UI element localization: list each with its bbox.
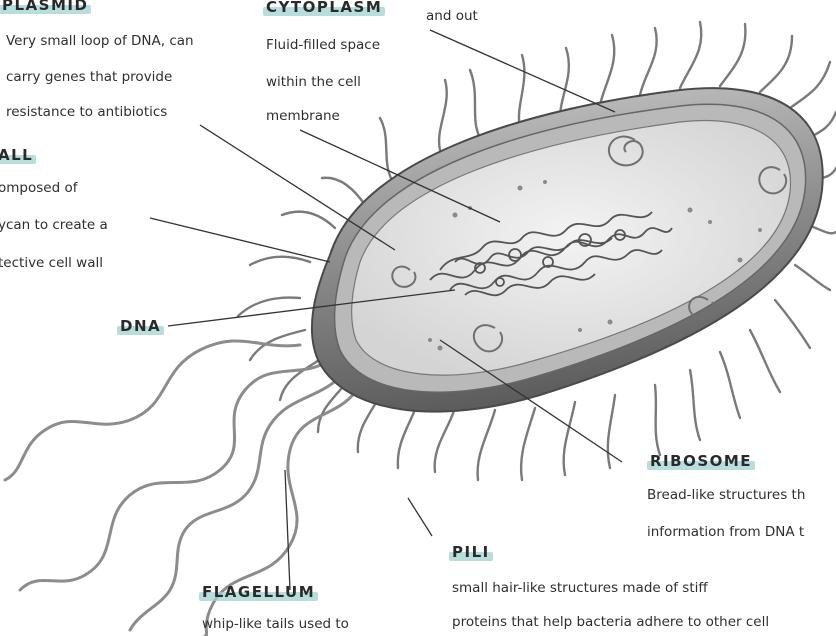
- plasmid-description-line-1: Very small loop of DNA, can: [6, 33, 194, 49]
- pilus: [640, 28, 657, 95]
- leader-flagellum: [285, 470, 290, 590]
- pilus: [655, 385, 660, 455]
- flagellum-heading: FLAGELLUM: [202, 583, 315, 601]
- flagellum: [5, 341, 300, 480]
- pilus: [250, 257, 310, 265]
- cell-wall-heading: ALL: [0, 146, 33, 164]
- cytoplasm-description-line-1: Fluid-filled space: [266, 37, 380, 53]
- pilus: [600, 35, 614, 105]
- cell-wall-description-line-2: ycan to create a: [0, 217, 108, 233]
- plasmid-description-line-3: resistance to antibiotics: [6, 104, 167, 120]
- cytoplasm-area: [352, 120, 791, 375]
- cytoplasm-description-line-3: membrane: [266, 108, 340, 124]
- cell-wall-description-line-1: omposed of: [0, 180, 77, 196]
- leader-cell-wall: [150, 218, 330, 262]
- leader-plasmid: [200, 125, 395, 250]
- membrane-description-fragment: and out: [426, 8, 478, 24]
- pilus: [519, 55, 524, 128]
- cytoplasm-description-line-2: within the cell: [266, 74, 361, 90]
- leader-membrane: [430, 30, 615, 112]
- cytoplasm-heading: CYTOPLASM: [266, 0, 382, 16]
- pilus: [720, 24, 745, 86]
- pilus: [282, 212, 335, 228]
- ribosome-heading: RIBOSOME: [650, 452, 752, 470]
- pilus: [790, 62, 830, 108]
- pilus: [380, 118, 395, 185]
- pilus: [439, 80, 447, 150]
- pilus: [795, 265, 830, 290]
- pilus: [398, 402, 418, 468]
- pili-heading: PILI: [452, 543, 490, 561]
- dna-heading: DNA: [120, 317, 161, 335]
- pilus: [564, 402, 575, 475]
- leader-pili: [408, 498, 432, 536]
- pilus: [750, 330, 780, 392]
- pilus: [720, 352, 740, 418]
- pilus: [322, 178, 365, 205]
- ribosome-description-line-2: information from DNA t: [647, 524, 804, 540]
- pilus: [478, 410, 495, 480]
- ribosome-description-line-1: Bread-like structures th: [647, 487, 805, 503]
- plasmid-description-line-2: carry genes that provide: [6, 69, 172, 85]
- flagellum-description-line-1: whip-like tails used to: [202, 616, 349, 632]
- pilus: [760, 36, 792, 92]
- pilus: [560, 48, 569, 118]
- pili-description-line-2: proteins that help bacteria adhere to ot…: [452, 614, 769, 630]
- cell-wall-description-line-3: tective cell wall: [0, 255, 103, 271]
- pilus: [775, 300, 810, 348]
- pili-description-line-1: small hair-like structures made of stiff: [452, 580, 708, 596]
- pilus: [435, 408, 455, 472]
- pilus: [680, 22, 701, 88]
- plasmid-heading: PLASMID: [2, 0, 88, 14]
- pilus: [521, 408, 535, 480]
- pilus: [690, 370, 700, 440]
- pilus: [470, 70, 480, 138]
